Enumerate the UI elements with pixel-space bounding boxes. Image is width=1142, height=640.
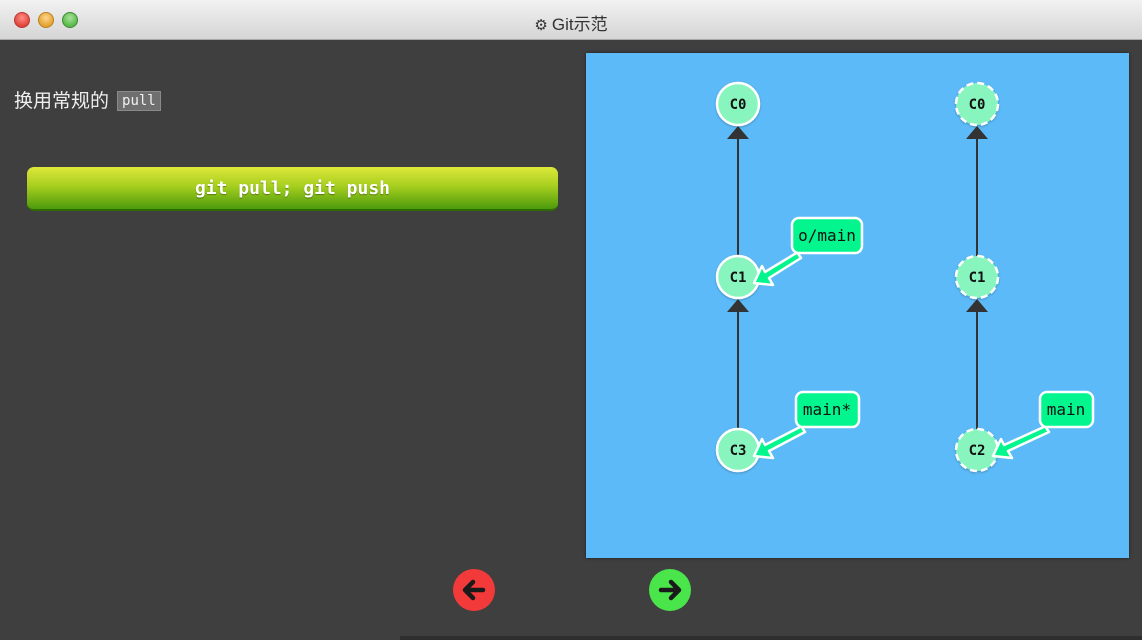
arrow-right-icon xyxy=(649,569,691,611)
remote-commit-node-c1[interactable]: C1 xyxy=(954,254,1000,300)
window-title-text: Git示范 xyxy=(551,15,608,34)
local-edges xyxy=(727,126,749,429)
remote-commit-node-c0[interactable]: C0 xyxy=(954,81,1000,127)
branch-tag-box xyxy=(790,216,864,255)
commit-label: C1 xyxy=(730,270,747,286)
edge-arrowhead xyxy=(727,299,749,312)
git-command-button[interactable]: git pull; git push xyxy=(27,167,558,211)
previous-step-button[interactable] xyxy=(452,568,496,612)
branch-arrow xyxy=(991,417,1051,460)
branch-tag-box xyxy=(794,390,861,429)
commit-label: C0 xyxy=(730,97,747,113)
edge-arrowhead xyxy=(966,126,988,139)
branch-label: o/main xyxy=(798,226,856,245)
commit-node-c3[interactable]: C3 xyxy=(715,427,761,473)
remote-branch-main[interactable]: main xyxy=(991,390,1095,460)
next-step-button[interactable] xyxy=(648,568,692,612)
commit-node-c1[interactable]: C1 xyxy=(715,254,761,300)
branch-tag-box xyxy=(1038,390,1095,429)
instruction-text: 换用常规的 pull xyxy=(14,86,161,113)
commit-label: C1 xyxy=(969,270,986,286)
minimize-window-button[interactable] xyxy=(38,12,54,28)
gear-icon: ⚙ xyxy=(534,17,548,34)
commit-label: C2 xyxy=(969,443,986,459)
commit-label: C0 xyxy=(969,97,986,113)
edge-arrowhead xyxy=(966,299,988,312)
window-titlebar: ⚙Git示范 xyxy=(0,0,1142,40)
branch-label: main* xyxy=(803,400,851,419)
remote-edges xyxy=(966,126,988,429)
git-graph-canvas: C0 C1 C3 C0 C1 C2 o/main xyxy=(586,53,1129,558)
branch-o-main[interactable]: o/main xyxy=(752,216,864,287)
close-window-button[interactable] xyxy=(14,12,30,28)
branch-main-star[interactable]: main* xyxy=(752,390,861,460)
branch-label: main xyxy=(1047,400,1086,419)
edge-arrowhead xyxy=(727,126,749,139)
instruction-code: pull xyxy=(117,91,161,111)
maximize-window-button[interactable] xyxy=(62,12,78,28)
window-title: ⚙Git示范 xyxy=(0,10,1142,35)
bottom-edge xyxy=(400,636,1142,640)
commit-label: C3 xyxy=(730,443,747,459)
remote-commit-node-c2[interactable]: C2 xyxy=(954,427,1000,473)
instruction-label: 换用常规的 xyxy=(14,90,110,112)
commit-node-c0[interactable]: C0 xyxy=(715,81,761,127)
branch-arrow xyxy=(752,243,803,287)
git-graph-svg: C0 C1 C3 C0 C1 C2 o/main xyxy=(715,81,1095,473)
arrow-left-icon xyxy=(453,569,495,611)
branch-arrow xyxy=(752,417,807,460)
